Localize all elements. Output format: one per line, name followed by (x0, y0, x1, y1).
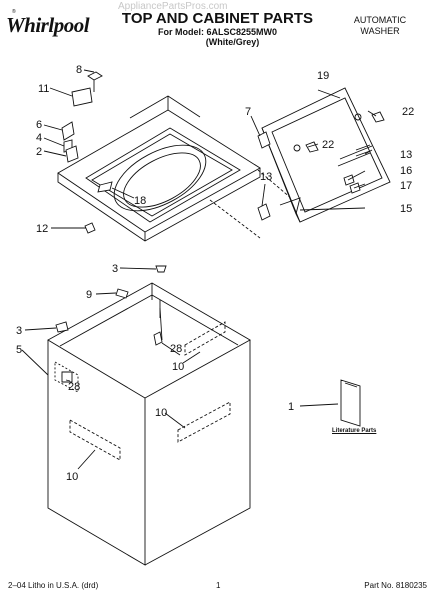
literature-parts-label: Literature Parts (332, 428, 377, 434)
small-parts (55, 71, 385, 383)
callout-6: 6 (36, 119, 42, 131)
product-type-line1: AUTOMATIC (353, 15, 407, 25)
callout-numbers: 8 11 6 4 2 7 19 22 22 13 16 17 15 13 18 … (16, 64, 414, 483)
whirlpool-logo: Whirlpool (6, 13, 90, 37)
callout-28-right: 28 (170, 343, 182, 355)
page-title: TOP AND CABINET PARTS (121, 10, 314, 27)
footer-page-number: 1 (216, 581, 221, 590)
literature-booklet (340, 379, 361, 427)
callout-15: 15 (400, 203, 412, 215)
callout-11: 11 (38, 83, 49, 95)
registered-mark: ® (12, 9, 16, 15)
washer-top (57, 95, 306, 242)
callout-3-upper: 3 (112, 263, 118, 275)
callout-22-lower: 22 (322, 139, 334, 151)
callout-9: 9 (86, 289, 92, 301)
washer-cabinet (47, 282, 251, 566)
callout-2: 2 (36, 146, 42, 158)
callout-13-left: 13 (260, 171, 272, 183)
callout-10-upper: 10 (172, 361, 184, 373)
callout-1: 1 (288, 401, 294, 413)
callout-12: 12 (36, 223, 48, 235)
watermark: AppliancePartsPros.com (118, 1, 228, 12)
callout-7: 7 (245, 106, 251, 118)
leader-lines (21, 69, 377, 470)
product-type: AUTOMATIC WASHER (335, 15, 425, 37)
callout-18: 18 (134, 195, 146, 207)
model-line: For Model: 6ALSC8255MW0 (157, 27, 278, 37)
callout-19: 19 (317, 70, 329, 82)
callout-4: 4 (36, 132, 42, 144)
callout-8: 8 (76, 64, 82, 76)
footer-part-number: Part No. 8180235 (364, 581, 427, 590)
callout-17: 17 (400, 180, 412, 192)
callout-5: 5 (16, 344, 22, 356)
footer-litho: 2–04 Litho in U.S.A. (drd) (8, 581, 99, 590)
variant-line: (White/Grey) (205, 37, 260, 47)
product-type-line2: WASHER (360, 26, 400, 36)
callout-10-middle: 10 (155, 407, 167, 419)
callout-10-lower: 10 (66, 471, 78, 483)
washer-lid (261, 87, 391, 223)
callout-22-upper: 22 (402, 106, 414, 118)
callout-16: 16 (400, 165, 412, 177)
callout-28-left: 28 (68, 381, 80, 393)
callout-13-right: 13 (400, 149, 412, 161)
callout-3-lower: 3 (16, 325, 22, 337)
